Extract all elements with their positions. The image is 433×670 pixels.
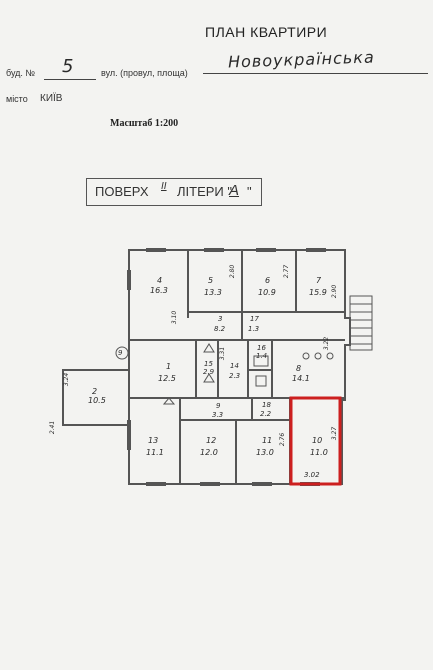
dimension-label: 2.41 [49,420,57,435]
room-number: 5 [208,276,214,285]
building-number-label: буд. № [6,68,36,78]
street-label: вул. (провул, площа) [101,68,188,78]
dimension-label: 2.76 [279,432,287,447]
highlighted-room [289,396,342,486]
letter-label: ЛІТЕРИ " [177,184,232,199]
left-extension-wall [62,369,129,426]
room-area: 15.9 [309,288,327,297]
dimension-label: 3.27 [331,426,339,441]
dimension-label: 3.24 [63,372,71,387]
scale-label: Масштаб 1:200 [110,118,179,129]
floor-label: ПОВЕРХ [95,184,149,199]
letter-value: А [229,182,240,199]
staircase [349,295,373,351]
room-area: 14.1 [292,374,310,383]
dimension-label: 3.02 [304,471,320,479]
room-number: 1 [166,362,172,371]
room-area: 10.5 [88,396,106,405]
room-number: 11 [262,436,273,445]
room-number: 18 [262,401,271,409]
room-area: 12.0 [200,448,218,457]
room-number: 16 [257,344,266,352]
plan-title: ПЛАН КВАРТИРИ [205,24,328,40]
dimension-label: 3.22 [323,336,331,351]
room-area: 2.2 [260,410,272,418]
room-area: 2.9 [203,368,215,376]
room-area: 8.2 [214,325,226,333]
room-number: 12 [206,436,217,445]
room-area: 13.0 [256,448,274,457]
dimension-label: 2.80 [229,264,237,279]
room-area: 3.3 [212,411,224,419]
room-number: 9 [216,402,221,410]
building-number-value: 5 [62,56,74,77]
city-value: КИЇВ [40,93,63,104]
floor-stamp: ПОВЕРХ II ЛІТЕРИ " А " [86,178,262,206]
room-area: 11.1 [146,448,164,457]
room-number: 17 [250,315,259,323]
window-marks [127,248,326,486]
room-area: 12.5 [158,374,176,383]
room-number: 8 [296,364,302,373]
dimension-label: 2.90 [331,284,339,299]
room-area: 11.0 [310,448,328,457]
room-area: 16.3 [150,286,168,295]
room-number: 6 [265,276,271,285]
room-area: 13.3 [204,288,222,297]
dimension-label: 3.10 [171,310,179,325]
floor-value: II [161,181,167,192]
dimension-label: 2.77 [283,264,291,279]
room-number: 15 [204,360,213,368]
room-area: 2.3 [229,372,241,380]
room-number: 10 [312,436,323,445]
room-number: 3 [218,315,223,323]
room-number: 13 [148,436,159,445]
room-area: 10.9 [258,288,276,297]
room-number: 2 [92,387,98,396]
room-area: 1.4 [256,352,268,360]
fixtures [115,343,334,405]
dimension-label: 3.31 [219,346,227,361]
room-number: 4 [157,276,163,285]
letter-close: " [247,184,252,199]
room-number: 7 [316,276,322,285]
room-number: 14 [230,362,239,370]
room-number: 9 [118,349,123,357]
room-area: 1.3 [248,325,260,333]
city-label: місто [6,94,28,104]
